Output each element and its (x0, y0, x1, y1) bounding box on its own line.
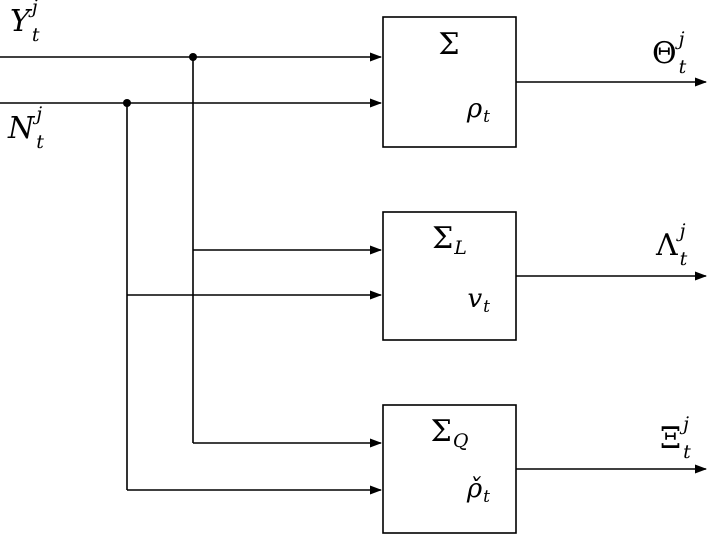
rho-check-symbol: ρ̌ (466, 474, 483, 504)
output-xi-scripts: j t (683, 415, 691, 462)
output-lambda-scripts: j t (680, 222, 688, 269)
label-input-n: N j t (8, 105, 44, 152)
sigma-l-subscript: L (454, 237, 467, 259)
input-y-superscript: j (31, 0, 38, 18)
input-y-scripts: j t (32, 0, 40, 45)
input-n-base: N (8, 110, 35, 146)
block-sigma-q (382, 404, 517, 534)
junction-dot-y (189, 53, 197, 61)
output-lambda-subscript: t (679, 248, 688, 270)
input-n-subscript: t (36, 131, 44, 153)
rho-symbol: ρ (466, 94, 483, 124)
output-lambda-superscript: j (679, 220, 686, 242)
block-sigma (382, 16, 517, 148)
label-output-lambda: Λ j t (656, 222, 687, 269)
output-xi-base: Ξ (660, 420, 682, 456)
input-n-superscript: j (36, 103, 43, 125)
rho-subscript: t (483, 107, 490, 127)
label-output-xi: Ξ j t (660, 415, 691, 462)
output-theta-base: Θ (652, 35, 677, 71)
block-sigma-param-rho: ρ t (383, 94, 490, 126)
block-sigma-l (382, 211, 517, 341)
block-sigma-l-title: Σ L (383, 221, 516, 258)
input-y-subscript: t (31, 24, 40, 46)
label-input-y: Y j t (10, 0, 39, 45)
rho-check-subscript: t (483, 487, 490, 507)
v-subscript: t (483, 297, 490, 317)
block-sigma-q-title: Σ Q (383, 414, 516, 451)
block-sigma-l-param-v: v t (383, 284, 490, 316)
output-xi-subscript: t (683, 441, 691, 463)
v-symbol: v (467, 284, 483, 314)
sigma-q-symbol: Σ (430, 414, 452, 449)
output-xi-superscript: j (683, 413, 690, 435)
sigma-q-subscript: Q (452, 430, 469, 452)
output-theta-subscript: t (678, 56, 687, 78)
input-n-scripts: j t (36, 105, 44, 152)
junction-dot-n (123, 99, 131, 107)
label-output-theta: Θ j t (652, 30, 686, 77)
output-lambda-base: Λ (656, 227, 678, 263)
block-sigma-title: Σ (383, 30, 516, 60)
output-theta-scripts: j t (679, 30, 687, 77)
block-sigma-q-param-rho-check: ρ̌ t (383, 474, 490, 506)
input-y-base: Y (10, 3, 30, 39)
sigma-l-symbol: Σ (432, 221, 454, 256)
output-theta-superscript: j (678, 28, 685, 50)
sigma-symbol: Σ (438, 27, 460, 62)
